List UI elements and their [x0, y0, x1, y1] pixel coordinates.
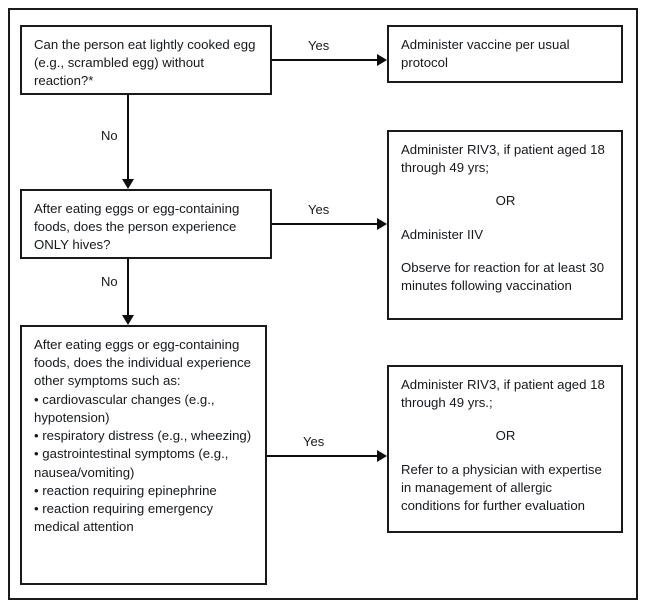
list-item: cardiovascular changes (e.g., hypotensio… [34, 391, 254, 427]
outcome-1-box: Administer vaccine per usual protocol [387, 25, 623, 83]
edge-q1-yes-line [272, 59, 377, 61]
outcome-3-line-1: Administer RIV3, if patient aged 18 thro… [401, 377, 605, 411]
edge-q1-no-arrowhead [122, 179, 134, 189]
edge-q2-yes-line [272, 223, 377, 225]
figure-frame [8, 8, 638, 600]
question-2-box: After eating eggs or egg-containing food… [20, 189, 272, 259]
edge-q1-no-line [127, 95, 129, 179]
question-1-text: Can the person eat lightly cooked egg (e… [34, 37, 256, 89]
edge-label-q2-no: No [98, 274, 121, 289]
list-item: respiratory distress (e.g., wheezing) [34, 427, 254, 445]
question-3-symptom-list: cardiovascular changes (e.g., hypotensio… [34, 391, 254, 537]
edge-q1-yes-arrowhead [377, 54, 387, 66]
outcome-2-box: Administer RIV3, if patient aged 18 thro… [387, 130, 623, 320]
outcome-3-line-2: Refer to a physician with expertise in m… [401, 461, 602, 514]
list-item: gastrointestinal symptoms (e.g., nausea/… [34, 445, 254, 481]
outcome-2-line-3: Observe for reaction for at least 30 min… [401, 259, 605, 294]
list-item: reaction requiring emergency medical att… [34, 500, 254, 536]
outcome-2-line-1: Administer RIV3, if patient aged 18 thro… [401, 142, 605, 176]
outcome-3-or: OR [495, 428, 516, 444]
question-3-box: After eating eggs or egg-containing food… [20, 325, 267, 585]
question-2-text: After eating eggs or egg-containing food… [34, 201, 240, 253]
question-1-box: Can the person eat lightly cooked egg (e… [20, 25, 272, 95]
outcome-2-or: OR [495, 193, 516, 209]
edge-q2-yes-arrowhead [377, 218, 387, 230]
edge-q3-yes-line [267, 455, 377, 457]
outcome-2-line-2: Administer IIV [401, 226, 484, 242]
outcome-3-box: Administer RIV3, if patient aged 18 thro… [387, 365, 623, 533]
question-3-intro: After eating eggs or egg-containing food… [34, 337, 252, 389]
edge-label-q2-yes: Yes [305, 202, 333, 217]
edge-q2-no-line [127, 259, 129, 315]
edge-label-q3-yes: Yes [300, 434, 328, 449]
edge-label-q1-no: No [98, 128, 121, 143]
list-item: reaction requiring epinephrine [34, 482, 254, 500]
edge-q3-yes-arrowhead [377, 450, 387, 462]
outcome-1-text: Administer vaccine per usual protocol [401, 37, 570, 71]
edge-q2-no-arrowhead [122, 315, 134, 325]
edge-label-q1-yes: Yes [305, 38, 333, 53]
